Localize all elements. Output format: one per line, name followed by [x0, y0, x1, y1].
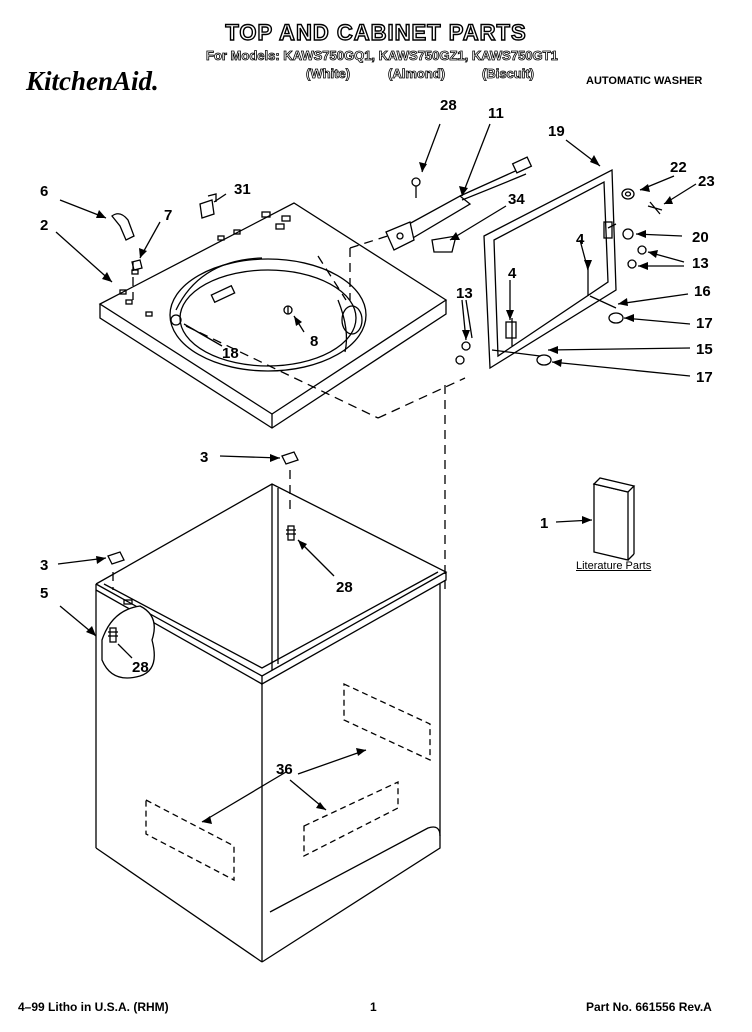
cabinet-drawing: [95, 483, 448, 963]
callout-13-a: 13: [692, 255, 709, 272]
color-white: (White): [306, 66, 351, 82]
callout-20: 20: [692, 229, 709, 246]
product-type: AUTOMATIC WASHER: [586, 75, 703, 87]
callout-15: 15: [696, 341, 713, 358]
callout-28-low: 28: [132, 659, 149, 676]
callout-17-a: 17: [696, 315, 713, 332]
callout-31: 31: [234, 181, 251, 198]
callout-13-b: 13: [456, 285, 473, 302]
footer-part-number: Part No. 661556 Rev.A: [586, 1000, 712, 1014]
lid-hardware: [396, 188, 663, 366]
literature-booklet: [592, 477, 636, 561]
callout-numbers: 28 11 19 22 23 6 31 7 2 34 20 4 13 4 16 …: [40, 97, 715, 778]
callout-16: 16: [694, 283, 711, 300]
color-biscuit: (Biscuit): [482, 66, 535, 82]
callout-11: 11: [488, 105, 504, 122]
brand-logo: KitchenAid.: [26, 66, 159, 96]
callout-36: 36: [276, 761, 293, 778]
callout-34: 34: [508, 191, 525, 208]
literature-parts-label: Literature Parts: [576, 560, 652, 572]
lid-switch-harness: [385, 156, 533, 253]
callout-19: 19: [548, 123, 565, 140]
model-numbers: For Models: KAWS750GQ1, KAWS750GZ1, KAWS…: [206, 48, 559, 64]
footer-litho: 4–99 Litho in U.S.A. (RHM): [18, 1000, 169, 1014]
footer-page-number: 1: [370, 1000, 377, 1014]
callout-4-a: 4: [576, 231, 585, 248]
callout-2: 2: [40, 217, 48, 234]
callout-3-b: 3: [40, 557, 48, 574]
callout-7: 7: [164, 207, 172, 224]
color-almond: (Almond): [388, 66, 446, 82]
small-parts-left: [107, 193, 299, 565]
callout-8: 8: [310, 333, 318, 350]
callout-28-top: 28: [440, 97, 457, 114]
callout-3-a: 3: [200, 449, 208, 466]
page-title: TOP AND CABINET PARTS: [225, 19, 527, 45]
callout-5: 5: [40, 585, 48, 602]
callout-22: 22: [670, 159, 687, 176]
alignment-lines: [112, 231, 466, 590]
arrow-heads: [86, 155, 673, 824]
callout-1: 1: [540, 515, 548, 532]
lid-frame: [483, 168, 617, 370]
callout-23: 23: [698, 173, 715, 190]
callout-17-b: 17: [696, 369, 713, 386]
callout-4-b: 4: [508, 265, 517, 282]
callout-6: 6: [40, 183, 48, 200]
callout-18: 18: [222, 345, 239, 362]
washer-top-drawing: [98, 202, 448, 429]
callout-28-mid: 28: [336, 579, 353, 596]
